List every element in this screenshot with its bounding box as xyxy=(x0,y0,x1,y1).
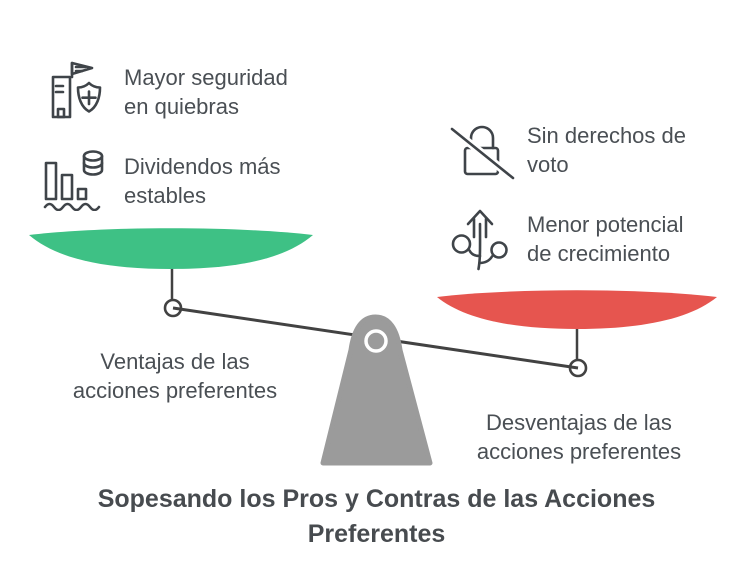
no-vote-lock-icon xyxy=(449,125,516,182)
declining-bars-coins-icon xyxy=(43,150,104,211)
pros-item-2-text: Dividendos más estables xyxy=(124,154,281,208)
fulcrum xyxy=(320,314,433,466)
cons-pan-shape xyxy=(437,290,717,329)
right-beam-joint xyxy=(568,358,588,378)
pros-pan-label: Ventajas de las acciones preferentes xyxy=(72,349,278,403)
pros-pan xyxy=(29,228,313,269)
pros-item-1-text: Mayor seguridad en quiebras xyxy=(124,65,288,119)
page-title: Sopesando los Pros y Contras de las Acci… xyxy=(97,485,656,548)
pivot-ring xyxy=(364,329,388,353)
pros-pan-shape xyxy=(29,228,313,269)
cons-pan xyxy=(437,290,717,329)
cons-item-2-text: Menor potencial de crecimiento xyxy=(527,212,684,266)
growth-potential-icon xyxy=(451,209,508,271)
cons-item-1-text: Sin derechos de voto xyxy=(527,123,686,177)
left-beam-joint xyxy=(163,298,183,318)
cons-pan-label: Desventajas de las acciones preferentes xyxy=(476,410,682,464)
building-shield-icon xyxy=(51,61,102,119)
